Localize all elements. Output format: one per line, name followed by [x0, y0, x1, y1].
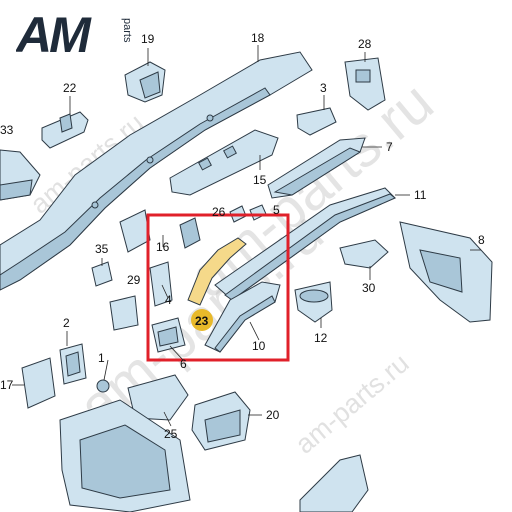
callout-12[interactable]: 12 [314, 331, 328, 345]
callout-labels: 19 18 28 22 3 33 7 15 26 5 11 16 35 8 29… [0, 31, 485, 441]
part-bottom-right [299, 454, 369, 512]
callout-28[interactable]: 28 [358, 37, 372, 51]
frame-rail-part-18 [0, 51, 313, 291]
callout-15[interactable]: 15 [253, 173, 267, 187]
callout-19[interactable]: 19 [141, 32, 155, 46]
callout-23[interactable]: 23 [195, 314, 209, 328]
part-28 [344, 57, 386, 111]
logo-sub-text: parts [121, 18, 133, 43]
part-23-highlighted [187, 237, 247, 306]
part-7 [267, 137, 366, 199]
callout-17[interactable]: 17 [0, 378, 14, 392]
leader-lines [12, 45, 481, 427]
part-35 [91, 261, 113, 287]
part-2 [59, 343, 87, 385]
callout-26[interactable]: 26 [212, 205, 226, 219]
callout-1[interactable]: 1 [98, 351, 105, 365]
part-1 [96, 379, 110, 393]
part-30 [339, 239, 389, 269]
callout-5[interactable]: 5 [273, 203, 280, 217]
part-15 [169, 129, 279, 196]
callout-20[interactable]: 20 [266, 408, 280, 422]
callout-3[interactable]: 3 [320, 81, 327, 95]
callout-18[interactable]: 18 [251, 31, 265, 45]
callout-11[interactable]: 11 [414, 188, 427, 202]
part-25 [59, 374, 191, 512]
logo-main-text: AM [16, 8, 92, 60]
callout-25[interactable]: 25 [164, 427, 178, 441]
part-3 [296, 107, 337, 136]
callout-8[interactable]: 8 [478, 233, 485, 247]
part-22 [41, 111, 89, 149]
callout-10[interactable]: 10 [252, 339, 266, 353]
watermark-4: am-parts.ru [290, 348, 415, 460]
callout-22[interactable]: 22 [63, 81, 77, 95]
callout-2[interactable]: 2 [63, 316, 70, 330]
part-20 [191, 391, 251, 451]
part-6 [151, 317, 186, 353]
part-29 [109, 295, 139, 331]
am-parts-logo: AM parts [16, 8, 133, 60]
part-17 [21, 357, 56, 409]
part-10 [204, 281, 281, 353]
callout-29[interactable]: 29 [127, 273, 141, 287]
callout-35[interactable]: 35 [95, 242, 109, 256]
callout-30[interactable]: 30 [362, 281, 376, 295]
part-12 [294, 281, 333, 323]
callout-16[interactable]: 16 [156, 240, 170, 254]
callout-6[interactable]: 6 [180, 357, 187, 371]
callout-7[interactable]: 7 [386, 140, 393, 154]
part-19 [124, 61, 166, 103]
part-8 [399, 221, 493, 323]
callout-33[interactable]: 33 [0, 123, 14, 137]
part-16 [119, 209, 201, 253]
callout-4[interactable]: 4 [165, 293, 172, 307]
selection-frame [146, 213, 290, 362]
highlight-circle-23 [191, 309, 213, 331]
part-33 [0, 149, 41, 201]
